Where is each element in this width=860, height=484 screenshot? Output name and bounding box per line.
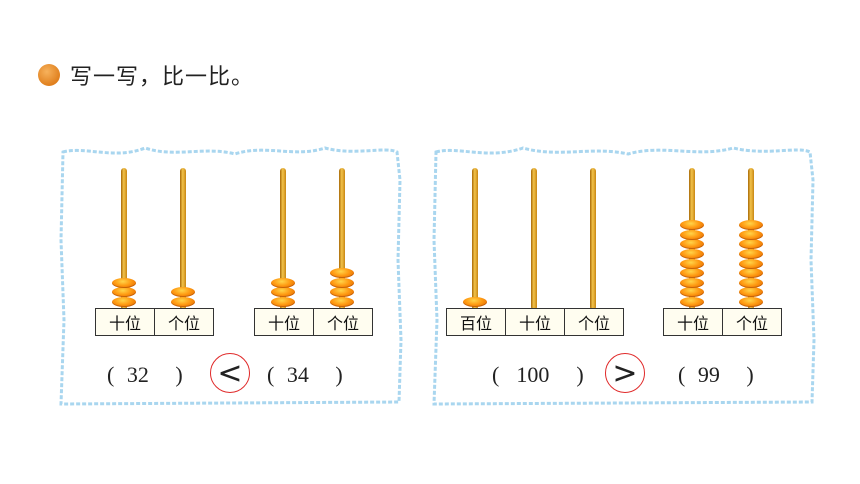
tens-label: 十位 (663, 308, 723, 336)
instruction-title: 写一写，比一比。 (70, 65, 255, 90)
abacus-rod (180, 168, 186, 310)
answer-value: 32 (126, 362, 149, 387)
abacus-bead (112, 277, 136, 288)
paren-open: ( (678, 362, 686, 387)
bullet-dot-icon (38, 64, 60, 86)
answer-99: ( 99 ) (678, 362, 754, 388)
abacus-bead (739, 249, 763, 259)
abacus-bead (271, 297, 295, 307)
abacus-rod (531, 168, 537, 310)
abacus-bead (680, 258, 704, 269)
abacus-bead (739, 268, 763, 279)
answer-100: ( 100 ) (492, 362, 584, 388)
abacus-bead (739, 239, 763, 250)
abacus-rod (339, 168, 345, 310)
abacus-bead (680, 229, 704, 240)
paren-open: ( (107, 362, 115, 387)
abacus-bead (171, 287, 195, 298)
abacus-bead (739, 229, 763, 240)
abacus-bead (271, 277, 295, 288)
answer-value: 100 (516, 362, 550, 387)
left-card-frame (59, 146, 403, 406)
place-value-labels: 十位 个位 (95, 308, 214, 336)
abacus-bead (112, 287, 136, 298)
comparison-circle-less: < (210, 353, 250, 393)
abacus-bead (330, 277, 354, 288)
abacus-rod (590, 168, 596, 310)
comparison-circle-greater: > (605, 353, 645, 393)
abacus-bead (330, 297, 354, 307)
abacus-bead (680, 220, 704, 231)
abacus-bead (739, 277, 763, 288)
abacus-bead (463, 297, 487, 307)
answer-value: 34 (286, 362, 309, 387)
place-value-labels: 百位 十位 个位 (446, 308, 624, 336)
abacus-bead (680, 249, 704, 259)
abacus-bead (680, 268, 704, 279)
abacus-bead (739, 220, 763, 231)
abacus-bead (680, 297, 704, 307)
tens-label: 十位 (95, 308, 155, 336)
paren-open: ( (492, 362, 500, 387)
ones-label: 个位 (313, 308, 373, 336)
less-than-symbol: < (217, 355, 243, 391)
paren-close: ) (175, 362, 183, 387)
place-value-labels: 十位 个位 (254, 308, 373, 336)
ones-label: 个位 (154, 308, 214, 336)
abacus-bead (680, 277, 704, 288)
answer-32: ( 32 ) (107, 362, 183, 388)
abacus-rod (280, 168, 286, 310)
abacus-bead (271, 287, 295, 298)
abacus-rod (472, 168, 478, 310)
tens-label: 十位 (505, 308, 565, 336)
answer-value: 99 (697, 362, 720, 387)
abacus-bead (680, 287, 704, 298)
answer-34: ( 34 ) (267, 362, 343, 388)
paren-close: ) (335, 362, 343, 387)
abacus-bead (739, 297, 763, 307)
right-card-frame (432, 146, 816, 406)
hundreds-label: 百位 (446, 308, 506, 336)
paren-close: ) (576, 362, 584, 387)
tens-label: 十位 (254, 308, 314, 336)
paren-close: ) (746, 362, 754, 387)
ones-label: 个位 (564, 308, 624, 336)
abacus-bead (739, 287, 763, 298)
instruction-header: 写一写，比一比。 (38, 60, 254, 90)
abacus-bead (171, 297, 195, 307)
left-comparison-card: 十位 个位 十位 个位 ( 32 ) < ( 34 ) (55, 140, 405, 408)
paren-open: ( (267, 362, 275, 387)
abacus-bead (330, 287, 354, 298)
ones-label: 个位 (722, 308, 782, 336)
abacus-bead (680, 239, 704, 250)
place-value-labels: 十位 个位 (663, 308, 782, 336)
abacus-bead (330, 268, 354, 279)
abacus-bead (739, 258, 763, 269)
abacus-bead (112, 297, 136, 307)
greater-than-symbol: > (612, 355, 638, 391)
abacus-rod (121, 168, 127, 310)
right-comparison-card: 百位 十位 个位 十位 个位 ( 100 ) > ( 99 ) (428, 140, 818, 408)
